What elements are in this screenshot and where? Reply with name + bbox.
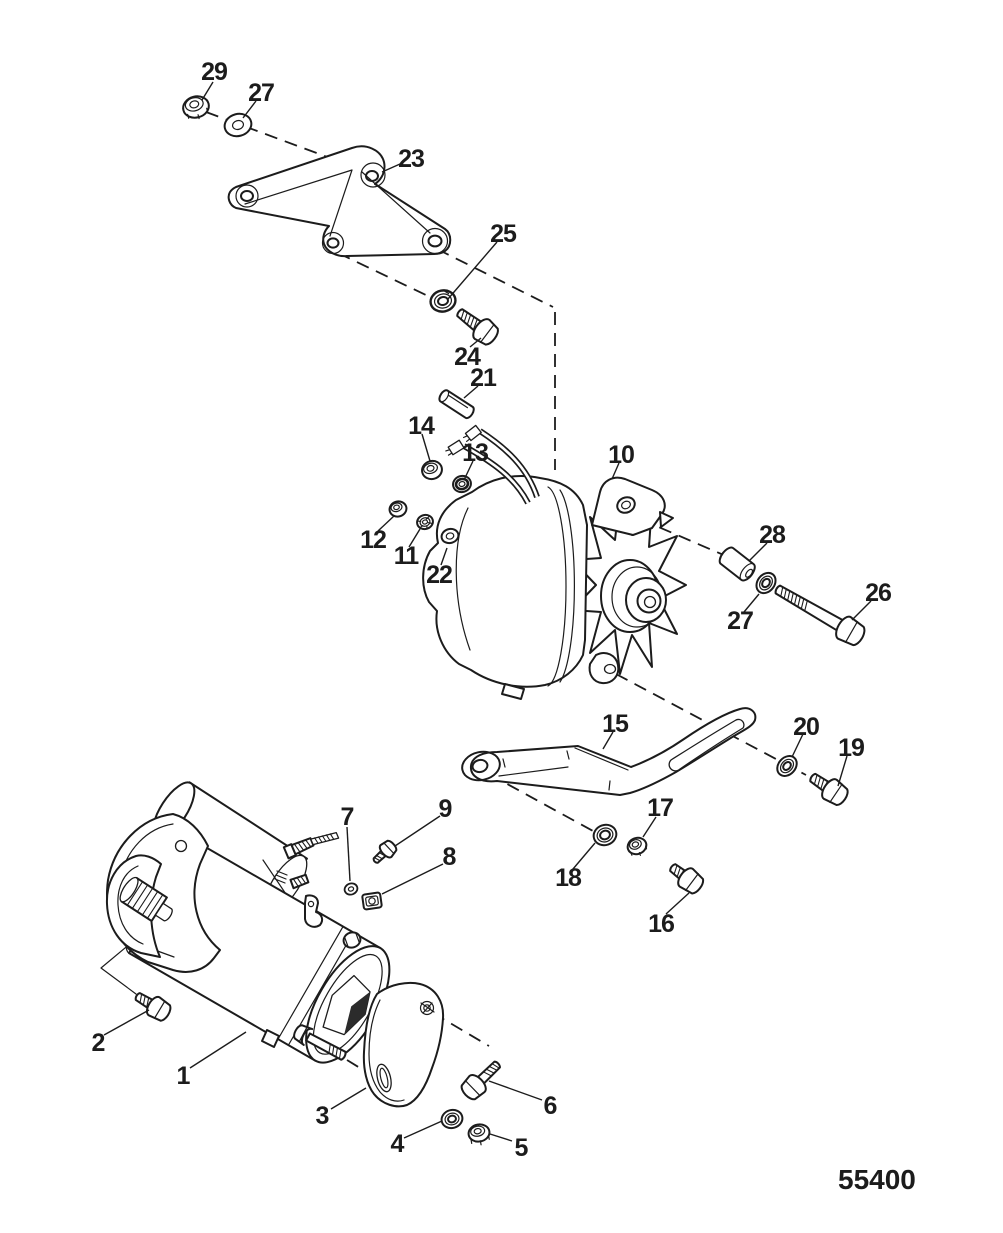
washer-18 xyxy=(592,823,618,847)
spacer-28 xyxy=(718,546,756,582)
callout-25: 25 xyxy=(490,220,517,248)
callout-6: 6 xyxy=(544,1092,557,1120)
bracket-hole xyxy=(419,1000,435,1016)
bolt-19 xyxy=(809,772,849,807)
nut-5 xyxy=(467,1123,491,1146)
washer-4 xyxy=(440,1108,464,1130)
nut-13 xyxy=(452,474,472,494)
callout-26: 26 xyxy=(865,579,891,607)
nut-11 xyxy=(416,513,434,531)
wire-terminal xyxy=(447,439,465,456)
callout-19: 19 xyxy=(838,734,864,762)
callout-27-lower: 27 xyxy=(727,607,753,635)
starter-drive-gear xyxy=(119,876,173,923)
callout-8: 8 xyxy=(443,843,457,871)
callout-3: 3 xyxy=(316,1102,329,1130)
bolt-2 xyxy=(134,992,172,1022)
brace-eye-hole xyxy=(471,758,489,774)
locknut-17 xyxy=(626,836,648,856)
callout-14: 14 xyxy=(408,412,435,440)
alternator-wires xyxy=(445,424,540,505)
callout-9: 9 xyxy=(439,795,452,823)
terminal-stud-upper xyxy=(282,831,340,860)
washer-27-lower xyxy=(755,571,777,595)
alternator-lower-ear xyxy=(588,652,620,685)
starter-motor-1 xyxy=(105,781,391,1064)
drawing-number: 55400 xyxy=(838,1164,916,1195)
lockwasher-25 xyxy=(429,289,457,313)
callout-5: 5 xyxy=(515,1134,529,1162)
body-foot xyxy=(261,1029,280,1048)
alternator-rear-lug xyxy=(501,683,525,700)
bracket-3 xyxy=(362,981,445,1108)
alternator-10 xyxy=(422,424,687,700)
callout-4: 4 xyxy=(391,1130,405,1158)
callout-28: 28 xyxy=(759,521,786,549)
pin-21 xyxy=(438,389,475,420)
callout-1: 1 xyxy=(177,1062,191,1090)
alternator-body xyxy=(422,474,588,688)
locknut-29 xyxy=(182,95,210,120)
screw-9 xyxy=(372,839,398,864)
callout-2: 2 xyxy=(92,1029,105,1057)
washer-27-upper xyxy=(223,112,253,138)
nut-12 xyxy=(388,500,408,518)
callout-23: 23 xyxy=(398,145,424,173)
washer-20 xyxy=(776,755,798,777)
callout-16: 16 xyxy=(648,910,674,938)
bracket-slot xyxy=(376,1063,392,1093)
terminal-stud-lower xyxy=(289,873,310,890)
callout-22: 22 xyxy=(426,561,452,589)
bolt-26 xyxy=(774,584,866,647)
callout-29: 29 xyxy=(201,58,227,86)
bolt-16 xyxy=(669,863,705,895)
washer-7 xyxy=(343,882,359,896)
callout-11: 11 xyxy=(394,542,420,570)
mounting-bracket-23 xyxy=(227,145,452,258)
leader-lines xyxy=(103,81,872,1142)
callout-10: 10 xyxy=(608,441,634,469)
washer-22 xyxy=(440,527,460,545)
callout-17: 17 xyxy=(647,794,673,822)
callout-13: 13 xyxy=(462,439,488,467)
callout-27-upper: 27 xyxy=(248,79,274,107)
terminal-clamp xyxy=(304,894,324,928)
callout-18: 18 xyxy=(555,864,582,892)
ear-bolt-head xyxy=(603,663,617,675)
bolt-6 xyxy=(460,1060,501,1101)
callout-12: 12 xyxy=(360,526,386,554)
square-nut-8 xyxy=(361,891,383,911)
alternator-pulley xyxy=(600,559,667,633)
case-screw xyxy=(342,931,362,949)
callout-15: 15 xyxy=(602,710,629,738)
callout-7: 7 xyxy=(341,803,354,831)
wire-terminal xyxy=(464,424,482,442)
brace-slot xyxy=(668,718,745,772)
through-bolt xyxy=(293,1024,347,1061)
alternator-top-boss xyxy=(591,476,666,536)
callout-21: 21 xyxy=(470,364,497,392)
brace-15 xyxy=(461,707,757,796)
callout-24: 24 xyxy=(454,343,481,371)
callout-20: 20 xyxy=(793,713,819,741)
bolt-24 xyxy=(456,308,499,346)
nut-14 xyxy=(421,459,443,481)
